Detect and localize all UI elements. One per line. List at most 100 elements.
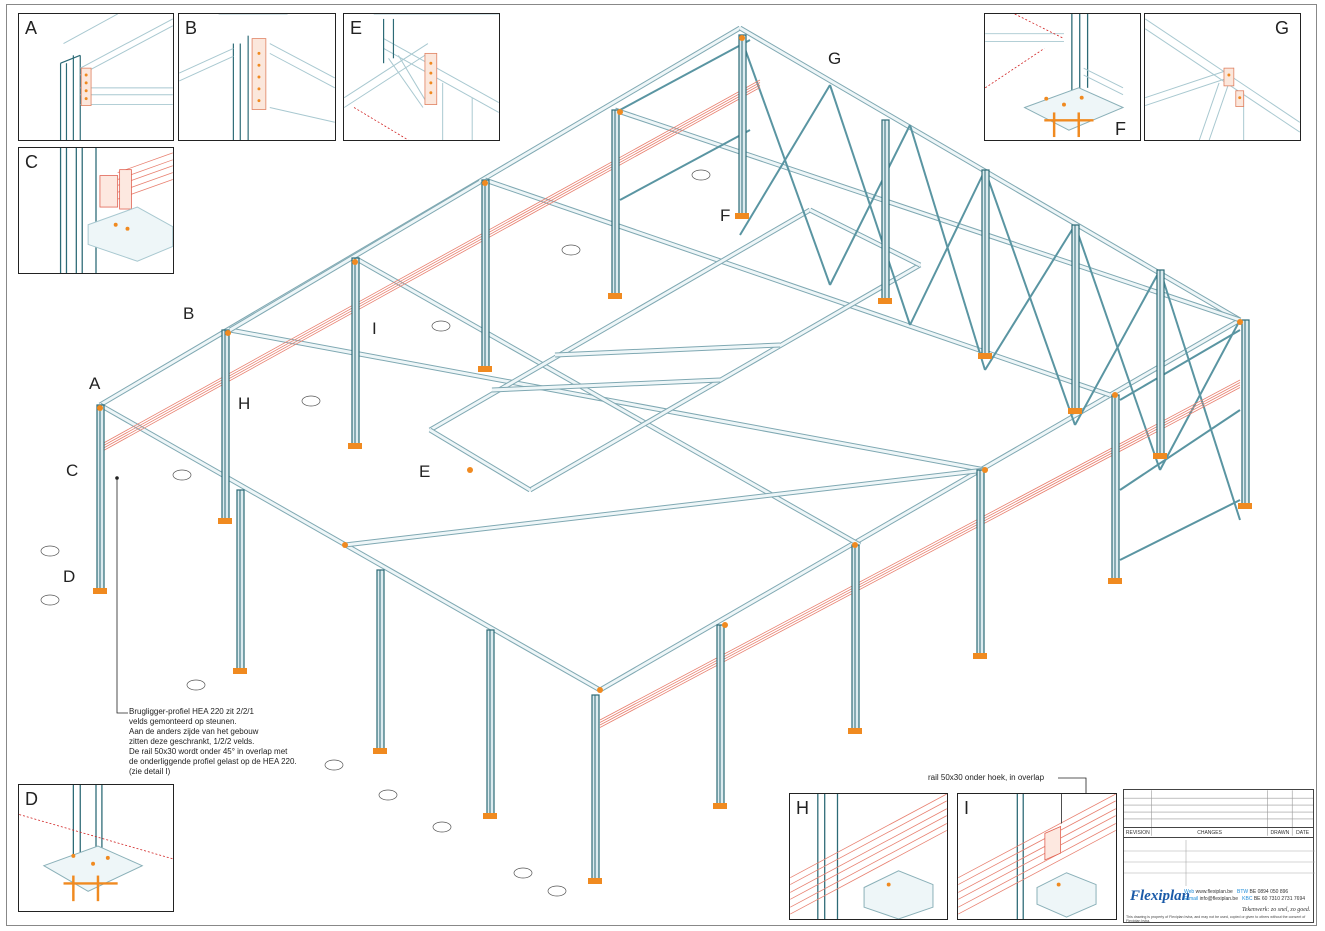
beam-web bbox=[229, 180, 481, 332]
detail-a-drawing bbox=[59, 14, 173, 140]
grid-marker bbox=[301, 395, 321, 407]
disclaimer: This drawing is property of Flexiplan bv… bbox=[1126, 915, 1306, 923]
beam-web bbox=[491, 378, 721, 392]
connection-plate bbox=[739, 35, 745, 41]
callout-e: E bbox=[419, 462, 431, 481]
beam-web bbox=[614, 108, 1241, 322]
callout-g: G bbox=[828, 49, 842, 68]
grid-marker bbox=[561, 244, 581, 256]
grid-marker bbox=[40, 594, 60, 606]
detail-b-label: B bbox=[185, 18, 198, 38]
crane-rail bbox=[99, 79, 761, 446]
crane-rail bbox=[599, 384, 1241, 726]
project-info-grid bbox=[1124, 840, 1315, 886]
crane-rail bbox=[599, 382, 1241, 723]
beam-web bbox=[554, 343, 781, 357]
callout-b: B bbox=[183, 304, 195, 323]
detail-a: A bbox=[18, 13, 174, 141]
truss-brace bbox=[909, 124, 986, 371]
crane-rail bbox=[599, 379, 1241, 721]
truss-brace bbox=[1119, 499, 1241, 561]
note-leader bbox=[116, 478, 128, 714]
detail-d-drawing bbox=[19, 785, 173, 902]
base-plate bbox=[478, 366, 492, 372]
grid-marker bbox=[40, 545, 60, 557]
web-label: Web bbox=[1184, 889, 1195, 895]
detail-h-drawing bbox=[790, 794, 947, 919]
truss-brace bbox=[739, 34, 831, 286]
note-line: (zie detail I) bbox=[129, 767, 171, 776]
note-line: velds gemonteerd op steunen. bbox=[129, 717, 237, 726]
detail-i: I bbox=[957, 793, 1117, 920]
beam-web bbox=[344, 468, 986, 547]
beam-web bbox=[429, 208, 811, 432]
detail-h: H bbox=[789, 793, 948, 920]
connection-plate bbox=[982, 467, 988, 473]
grid-marker bbox=[172, 469, 192, 481]
detail-i-label: I bbox=[964, 798, 970, 818]
connection-plate bbox=[482, 180, 488, 186]
connection-plate bbox=[1237, 319, 1243, 325]
note-line: de onderliggende profiel gelast op de HE… bbox=[129, 757, 297, 766]
detail-g: G bbox=[1144, 13, 1301, 141]
detail-a-label: A bbox=[25, 18, 38, 38]
detail-e-drawing bbox=[344, 14, 499, 140]
rev-col-date: DATE bbox=[1296, 829, 1310, 836]
callout-a: A bbox=[89, 374, 101, 393]
btw-value: BE 0894 050 896 bbox=[1249, 889, 1289, 895]
connection-plate bbox=[597, 687, 603, 693]
base-plate bbox=[735, 213, 749, 219]
truss-brace bbox=[1119, 329, 1241, 401]
rail-note-leader bbox=[1058, 777, 1087, 795]
detail-c-label: C bbox=[25, 152, 38, 172]
note-line: Aan de anders zijde van het gebouw bbox=[129, 727, 259, 736]
grid-marker bbox=[432, 821, 452, 833]
truss-brace bbox=[619, 39, 751, 111]
grid-marker bbox=[324, 759, 344, 771]
base-plate bbox=[483, 813, 497, 819]
detail-d: D bbox=[18, 784, 174, 912]
callout-d: D bbox=[63, 567, 76, 586]
grid-marker bbox=[186, 679, 206, 691]
detail-e: E bbox=[343, 13, 500, 141]
base-plate bbox=[348, 443, 362, 449]
crane-rail bbox=[599, 387, 1241, 728]
callout-f: F bbox=[720, 206, 731, 225]
connection-plate bbox=[852, 542, 858, 548]
base-plate bbox=[588, 878, 602, 884]
detail-f-drawing bbox=[985, 14, 1125, 138]
grid-marker bbox=[378, 789, 398, 801]
slogan: Tekenwerk: zo snel, zo goed. bbox=[1242, 907, 1311, 913]
base-plate bbox=[218, 518, 232, 524]
connection-plate bbox=[467, 467, 473, 473]
rev-col-changes: CHANGES bbox=[1197, 829, 1222, 836]
base-plate bbox=[878, 298, 892, 304]
base-plate bbox=[1068, 408, 1082, 414]
title-block: REVISION CHANGES DRAWN DATE Flexiplan We… bbox=[1123, 789, 1315, 923]
callout-c: C bbox=[66, 461, 79, 480]
truss-brace bbox=[984, 169, 1076, 426]
callout-h: H bbox=[238, 394, 251, 413]
note-line: De rail 50x30 wordt onder 45° in overlap… bbox=[129, 747, 288, 756]
truss-brace bbox=[1159, 269, 1241, 521]
rev-col-drawn: DRAWN bbox=[1270, 829, 1290, 836]
beam-web bbox=[809, 208, 921, 267]
grid-marker bbox=[547, 885, 567, 897]
grid-marker bbox=[691, 169, 711, 181]
connection-plate bbox=[342, 542, 348, 548]
base-plate bbox=[1153, 453, 1167, 459]
grid-marker bbox=[431, 320, 451, 332]
detail-g-label: G bbox=[1275, 18, 1290, 38]
note-leader-dot bbox=[115, 476, 119, 480]
kbc-value: BE 60 7310 2731 7694 bbox=[1253, 896, 1306, 902]
base-plate bbox=[978, 353, 992, 359]
beam-web bbox=[484, 178, 1111, 397]
beam-web bbox=[99, 403, 601, 692]
connection-plate bbox=[1112, 392, 1118, 398]
detail-c: C bbox=[18, 147, 174, 274]
callout-i: I bbox=[372, 319, 377, 338]
crane-rail bbox=[99, 82, 761, 448]
beam-web bbox=[429, 428, 531, 492]
revision-header: REVISION CHANGES DRAWN DATE bbox=[1124, 827, 1313, 838]
beam-web bbox=[599, 318, 1241, 692]
